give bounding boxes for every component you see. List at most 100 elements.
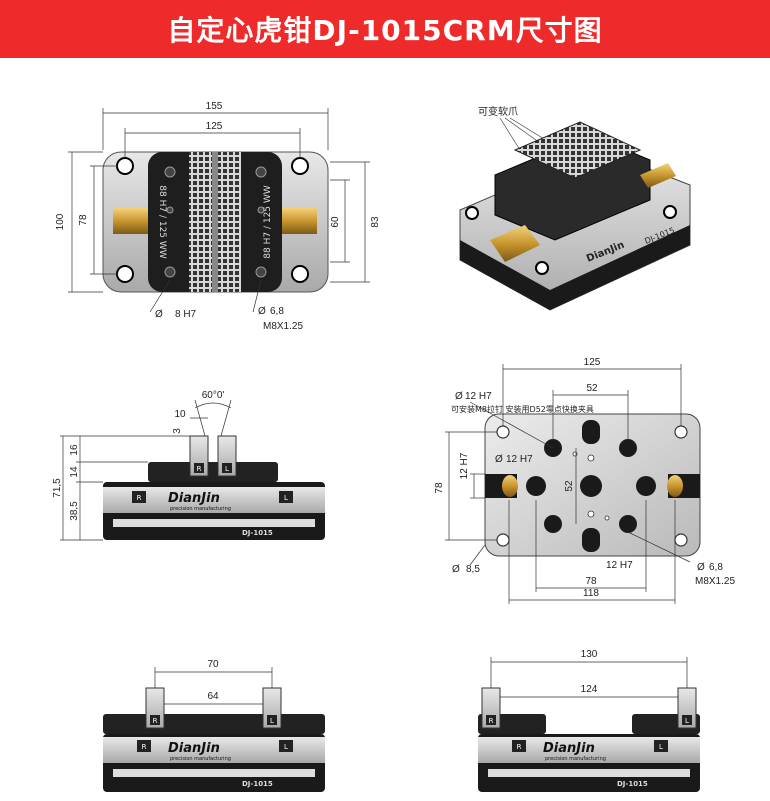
dim-83: 83	[370, 216, 381, 228]
hole-12h7-note: 12 H7	[465, 391, 492, 402]
mount-note: 可安装M8拉钉 安装用D52零点快换夹具	[451, 404, 594, 414]
bottom-dim-v52: 52	[564, 480, 575, 492]
front-dim-lines	[60, 399, 232, 541]
front-rail	[113, 519, 315, 527]
open2-body-r	[512, 740, 526, 752]
dim-155: 155	[206, 101, 223, 112]
diameter-symbol: Ø	[495, 454, 503, 465]
open2-r-mark	[486, 715, 496, 725]
front-view: R L R L DianJin precision manufacturing …	[52, 390, 325, 541]
open1-brand: DianJin	[168, 741, 220, 756]
left-brass-screw	[113, 208, 148, 234]
dim-125: 125	[206, 121, 223, 132]
open1-r-mark	[150, 715, 160, 725]
bottom-view: 125 52 Ø 12 H7 可安装M8拉钉 安装用D52零点快换夹具 78 1…	[434, 357, 735, 604]
small-dim: 3	[172, 428, 183, 434]
bottom-dim-lines	[445, 364, 691, 604]
front-tagline: precision manufacturing	[170, 506, 231, 512]
open2-rail	[488, 769, 690, 777]
bottom-dim-118: 118	[583, 588, 599, 599]
open2-brand: DianJin	[543, 741, 595, 756]
open2-r-letter: R	[489, 717, 494, 725]
dim-78: 78	[78, 214, 89, 226]
top-view: 88 H7 / 125 WW 88 H7 / 125 WW 155 125 10…	[55, 101, 381, 332]
thread-note: M8X1.25	[263, 321, 303, 332]
jaw-screws	[164, 166, 267, 278]
iso-hole	[663, 205, 677, 219]
open1-body-l-letter: L	[284, 743, 288, 751]
corner-hole	[116, 157, 134, 175]
open1-body-r-letter: R	[142, 743, 147, 751]
open1-r-letter: R	[153, 717, 158, 725]
body-r-letter: R	[137, 494, 142, 502]
iso-hole	[535, 261, 549, 275]
open1-tagline: precision manufacturing	[170, 756, 231, 762]
body-r-mark	[132, 491, 146, 503]
corner-hole	[116, 265, 134, 283]
bottom-brass-right	[667, 475, 683, 497]
iso-base-side	[460, 225, 690, 310]
inner-12h7-note: 12 H7	[506, 454, 533, 465]
corner-hole	[291, 265, 309, 283]
open1-jaw-base	[103, 714, 325, 734]
open2-l-mark	[682, 715, 692, 725]
dim-715: 71,5	[52, 478, 63, 498]
open1-dim-lines	[154, 667, 273, 705]
open-view-1: R L R L DianJin precision manufacturing …	[103, 659, 325, 792]
dim-14: 14	[69, 466, 80, 478]
open1-rail	[113, 769, 315, 777]
iso-view: 可变软爪 DianJin DJ-1015	[459, 105, 691, 311]
bottom-dim-52: 52	[586, 383, 598, 394]
open2-body-l-letter: L	[659, 743, 663, 751]
open-view-2: R L R L DianJin precision manufacturing …	[478, 649, 700, 792]
body-l-letter: L	[284, 494, 288, 502]
right-brass-screw	[282, 208, 317, 234]
top-view-holes	[116, 157, 309, 283]
soft-jaw-label: 可变软爪	[478, 105, 518, 118]
iso-brass-screw	[490, 225, 540, 262]
open1-model: DJ-1015	[242, 780, 273, 788]
front-brand: DianJin	[168, 491, 220, 506]
diameter-symbol: Ø	[155, 309, 163, 320]
dim-60: 60	[330, 216, 341, 228]
iso-brass-screw-right	[640, 163, 676, 188]
bottom-brass-left	[502, 475, 518, 497]
corner-hole	[291, 157, 309, 175]
angle-dim: 60°0'	[202, 390, 225, 401]
open2-model: DJ-1015	[617, 780, 648, 788]
jaw-engraving-left: 88 H7 / 125 WW	[157, 185, 167, 258]
bottom-dim-78-lower: 78	[585, 576, 597, 587]
diameter-symbol: Ø	[452, 564, 460, 575]
bottom-dim-125: 125	[584, 357, 601, 368]
front-jaw-base	[148, 462, 278, 482]
open1-body-r	[137, 740, 151, 752]
jaw-r-mark	[194, 463, 204, 473]
open2-l-letter: L	[685, 717, 689, 725]
dim-16: 16	[69, 444, 80, 456]
bottom-12h7-note: 12 H7	[606, 560, 633, 571]
jaw-l-mark	[222, 463, 232, 473]
open1-l-letter: L	[270, 717, 274, 725]
open2-body-l	[654, 740, 668, 752]
dim-100: 100	[55, 213, 66, 230]
open2-dim-lines	[490, 657, 688, 698]
open2-body-r-letter: R	[517, 743, 522, 751]
d68-note: 6,8	[709, 562, 723, 573]
screw-hole-note: 6,8	[270, 306, 284, 317]
jaw-r-letter: R	[197, 465, 202, 473]
iso-hole	[465, 206, 479, 220]
bottom-main-holes	[526, 420, 656, 552]
jaw-l-letter: L	[225, 465, 229, 473]
open2-tagline: precision manufacturing	[545, 756, 606, 762]
bottom-dim-78: 78	[434, 482, 445, 494]
diameter-symbol: Ø	[697, 562, 705, 573]
dim-385: 38,5	[69, 501, 80, 521]
diameter-symbol: Ø	[455, 391, 463, 402]
top-view-dim-lines	[68, 108, 370, 313]
open1-dim-70: 70	[207, 659, 219, 670]
diameter-symbol: Ø	[258, 306, 266, 317]
iso-teeth	[513, 121, 642, 179]
top-view-center-slot	[212, 152, 218, 292]
open2-dim-130: 130	[581, 649, 598, 660]
